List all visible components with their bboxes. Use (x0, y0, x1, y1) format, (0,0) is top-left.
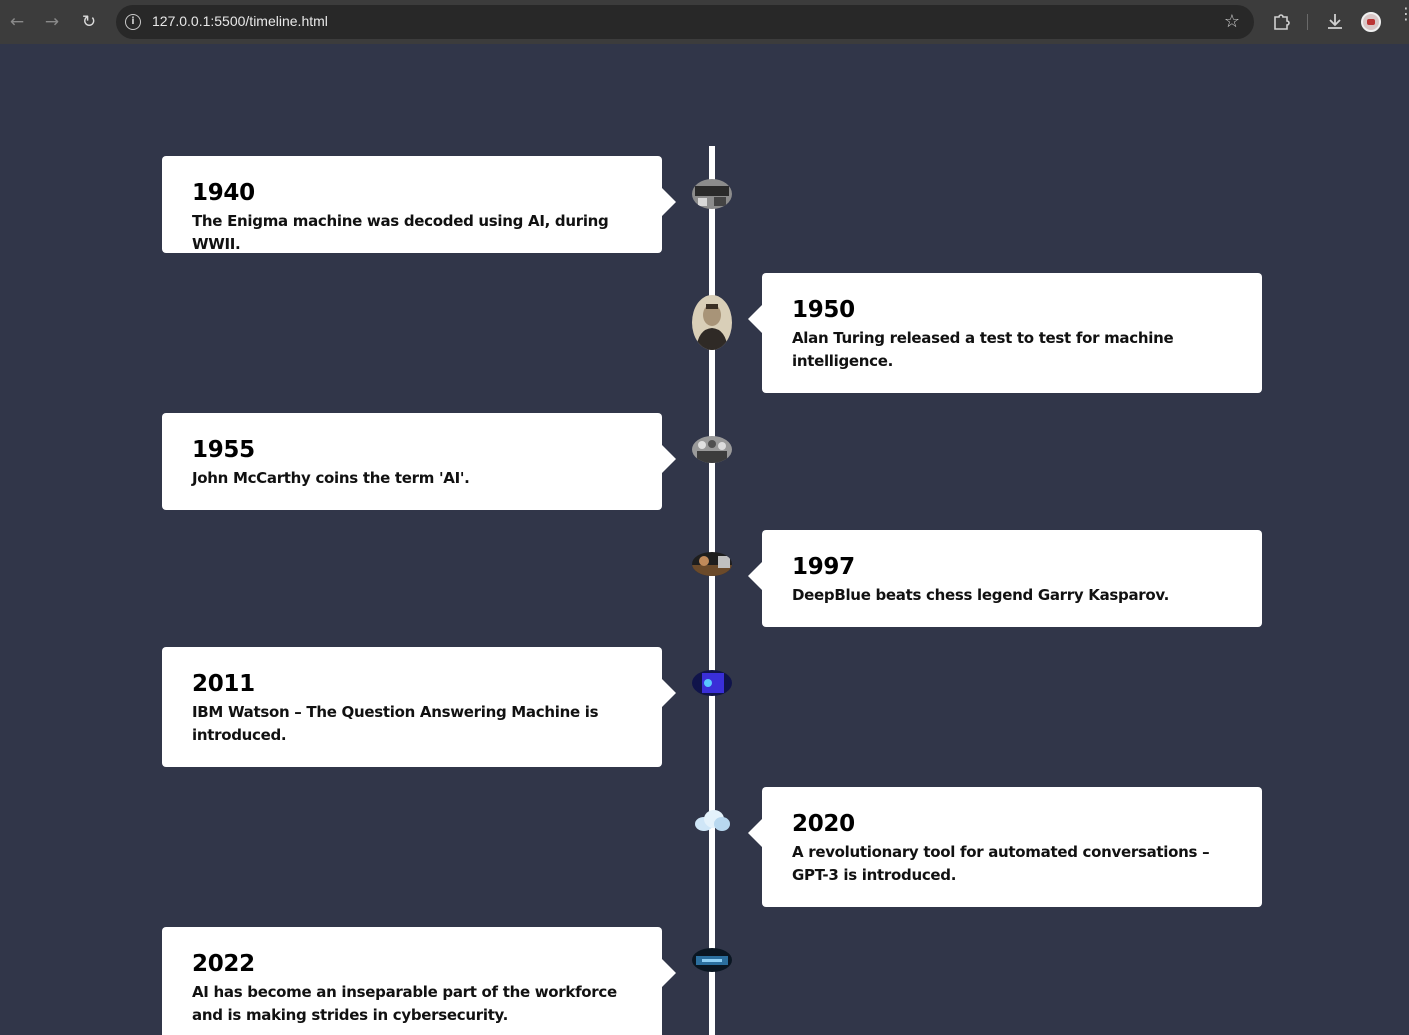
reload-icon[interactable]: ↻ (81, 12, 97, 32)
address-bar[interactable]: i 127.0.0.1:5500/timeline.html ☆ (116, 5, 1254, 39)
timeline-card-1940: 1940 The Enigma machine was decoded usin… (162, 156, 676, 253)
timeline-card-1955: 1955 John McCarthy coins the term 'AI'. (162, 413, 676, 510)
gpt3-cloud-image (692, 808, 732, 834)
timeline-description: A revolutionary tool for automated conve… (792, 843, 1210, 884)
alan-turing-portrait (692, 295, 732, 350)
vertical-dots-icon[interactable]: ⋮ (1398, 4, 1409, 23)
deepblue-chess-photo (692, 552, 732, 576)
timeline-line (709, 146, 715, 1035)
mccarthy-group-photo (692, 436, 732, 463)
cybersecurity-image (692, 948, 732, 972)
timeline-card-2022: 2022 AI has become an inseparable part o… (162, 927, 676, 1035)
ibm-watson-photo (692, 670, 732, 696)
back-icon[interactable]: ← (9, 12, 25, 32)
timeline-card-2011: 2011 IBM Watson – The Question Answering… (162, 647, 676, 767)
forward-icon[interactable]: → (44, 12, 60, 32)
timeline-card-1950: 1950 Alan Turing released a test to test… (748, 273, 1262, 393)
timeline-year: 1997 (792, 554, 855, 580)
info-icon[interactable]: i (125, 14, 141, 30)
star-icon[interactable]: ☆ (1223, 11, 1240, 32)
timeline-year: 2020 (792, 811, 855, 837)
download-icon[interactable] (1325, 11, 1345, 37)
puzzle-icon[interactable] (1271, 11, 1291, 37)
enigma-photo (692, 179, 732, 209)
timeline-card-1997: 1997 DeepBlue beats chess legend Garry K… (748, 530, 1262, 627)
timeline-description: John McCarthy coins the term 'AI'. (192, 469, 470, 487)
timeline-description: AI has become an inseparable part of the… (192, 983, 617, 1024)
timeline-description: Alan Turing released a test to test for … (792, 329, 1174, 370)
toolbar-separator (1307, 14, 1308, 30)
timeline-description: DeepBlue beats chess legend Garry Kaspar… (792, 586, 1170, 604)
avatar[interactable] (1361, 12, 1381, 32)
timeline-year: 2022 (192, 951, 255, 977)
timeline-year: 1940 (192, 180, 255, 206)
timeline-card-2020: 2020 A revolutionary tool for automated … (748, 787, 1262, 907)
timeline-year: 1950 (792, 297, 855, 323)
timeline-description: IBM Watson – The Question Answering Mach… (192, 703, 599, 744)
browser-toolbar: ← → ↻ i 127.0.0.1:5500/timeline.html ☆ ⋮ (0, 0, 1409, 44)
timeline-year: 2011 (192, 671, 255, 697)
timeline-description: The Enigma machine was decoded using AI,… (192, 212, 609, 253)
url-text[interactable]: 127.0.0.1:5500/timeline.html (152, 13, 328, 29)
timeline-year: 1955 (192, 437, 255, 463)
